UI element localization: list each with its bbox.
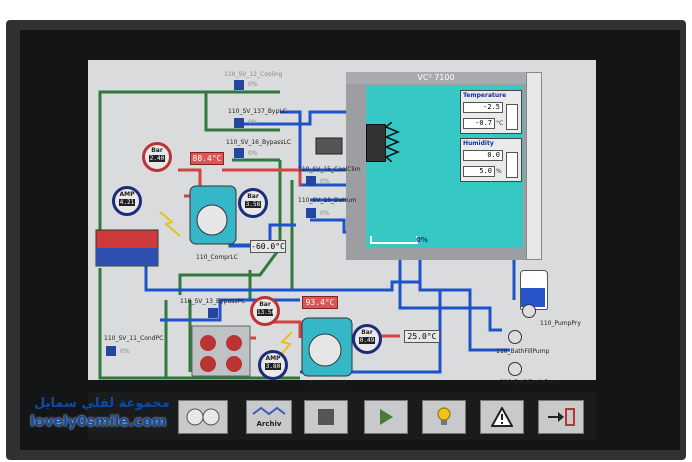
valve-icon-bypasslc[interactable] (234, 148, 244, 158)
play-icon (380, 409, 393, 425)
gauge-pc-suction-unit: Bar (361, 329, 373, 336)
pump-label-bathfill: 110_BathFillPump (496, 348, 550, 355)
humidity-label: Humidity (463, 140, 494, 147)
valve-label-condpc: 110_SV_11_CondPC (104, 335, 164, 342)
play-button[interactable] (364, 400, 408, 434)
heater-coil-icon (384, 122, 400, 162)
green-pipes (98, 90, 300, 380)
gauge-pc-suction: Bar 0.49 (352, 324, 382, 354)
valve-label-coolclim: 110_SV_15_CoolClim (298, 166, 361, 173)
readout-pc-temp: 25.0°C (404, 330, 440, 343)
hum-setpoint-field[interactable]: 0.0 (463, 150, 503, 161)
compressor-lc-label: 110_ComprLC (196, 254, 238, 261)
valve-label-dehum: 110_SV_16_DeHum (298, 197, 357, 204)
pump-icon-pry[interactable] (522, 304, 536, 318)
gauges-icon (186, 408, 220, 426)
lightning-icon-pc (279, 331, 293, 357)
gauge-lc-amp-value: 4.21 (119, 199, 135, 206)
reservoir-water (521, 288, 545, 307)
chamber-title: VC³ 7100 (346, 72, 526, 84)
condenser-fan-3 (200, 356, 216, 372)
gauge-lc-amp-unit: AMP (119, 191, 135, 198)
hum-actual-field: 5.0 (463, 166, 495, 177)
valve-icons (106, 80, 316, 356)
pump-icon-bathfill[interactable] (508, 330, 522, 344)
gauge-pc-discharge: Bar 13.56 (250, 296, 280, 326)
hum-adjust-arrows[interactable] (506, 152, 518, 178)
pct-coolclim: 0% (320, 178, 330, 185)
pump-label-bathdrain: 110_BathDrainPump (500, 379, 562, 386)
valve-label-cooling: 110_SV_12_Cooling (224, 71, 283, 78)
pct-dehum: 0% (320, 210, 330, 217)
readout-lc-hotgas: 88.4°C (190, 152, 224, 165)
clim-unit (315, 137, 343, 155)
gauge-lc-discharge-unit: Bar (247, 193, 259, 200)
light-button[interactable] (422, 400, 466, 434)
watermark-url: lovely0smile.com (30, 414, 167, 430)
temp-adjust-arrows[interactable] (506, 104, 518, 130)
warning-icon (490, 405, 514, 427)
valve-icon-condpc[interactable] (106, 346, 116, 356)
gauge-lc-discharge: Bar 3.58 (238, 188, 268, 218)
condenser-fan-4 (226, 356, 242, 372)
condenser-fan-2 (226, 335, 242, 351)
lightning-icon-lc (159, 211, 181, 237)
chamber-fill-percent: 0% (416, 236, 428, 244)
readout-pc-hotgas: 93.4°C (302, 296, 338, 309)
pump-icon-bathdrain[interactable] (508, 362, 522, 376)
compressor-lc-wheel (196, 204, 228, 236)
valve-icon-cooling[interactable] (234, 80, 244, 90)
gauge-pc-amp-value: 3.80 (265, 363, 281, 370)
archive-label: Archiv (256, 420, 282, 428)
condenser-pc (191, 325, 251, 377)
valve-label-bypasslc: 110_SV_16_BypassLC (226, 139, 291, 146)
pct-bypasslc: 0% (248, 150, 258, 157)
heater-element (366, 124, 386, 162)
gauge-lc-suction-unit: Bar (151, 147, 163, 154)
reservoir-column (526, 72, 542, 260)
chamber-tray (370, 236, 418, 244)
gauge-lc-suction: Bar 2.40 (142, 142, 172, 172)
gauges-view-button[interactable] (178, 400, 228, 434)
archive-button[interactable]: Archiv (246, 400, 292, 434)
gauge-pc-discharge-value: 13.56 (257, 309, 276, 316)
temperature-label: Temperature (463, 92, 507, 99)
valve-label-byplc: 110_SV_137_BypLC (228, 108, 287, 115)
condenser-fan-1 (200, 335, 216, 351)
valve-icon-byplc[interactable] (234, 118, 244, 128)
gauge-lc-suction-value: 2.40 (149, 155, 165, 162)
gauge-pc-suction-value: 0.49 (359, 337, 375, 344)
gauge-pc-amp-unit: AMP (265, 355, 281, 362)
watermark-arabic: مجموعة لفلي سمايل (34, 396, 170, 411)
stop-button[interactable] (304, 400, 348, 434)
gauge-pc-discharge-unit: Bar (259, 301, 271, 308)
gauge-pc-amp: AMP 3.80 (258, 350, 288, 380)
pct-cooling: 0% (248, 81, 258, 88)
temp-unit: °C (496, 120, 504, 127)
stop-icon (318, 409, 334, 425)
valve-icon-bypasspc[interactable] (208, 308, 218, 318)
compressor-pc-wheel (308, 333, 342, 367)
temp-actual-field: -0.7 (463, 118, 495, 129)
temp-setpoint-field[interactable]: -2.5 (463, 102, 503, 113)
valve-label-bypasspc: 110_SV_13_BypassPC (180, 298, 246, 305)
gauge-lc-amp: AMP 4.21 (112, 186, 142, 216)
alarm-button[interactable] (480, 400, 524, 434)
heat-exchanger-lc-cold (96, 248, 158, 266)
gauge-lc-discharge-value: 3.58 (245, 201, 261, 208)
pct-condpc: 0% (120, 348, 130, 355)
valve-icon-coolclim[interactable] (306, 176, 316, 186)
archive-icon (252, 406, 286, 416)
lightbulb-icon (437, 407, 451, 425)
valve-icon-dehum[interactable] (306, 208, 316, 218)
compressor-pc-label: 110_ComprPC (306, 380, 349, 387)
pump-label-pry: 110_PumpPry (540, 320, 581, 327)
logout-button[interactable] (538, 400, 584, 434)
exit-icon (548, 408, 575, 426)
readout-lc-temp: -60.0°C (250, 240, 286, 253)
hum-unit: % (496, 168, 502, 175)
pct-byplc: 0% (248, 119, 258, 126)
